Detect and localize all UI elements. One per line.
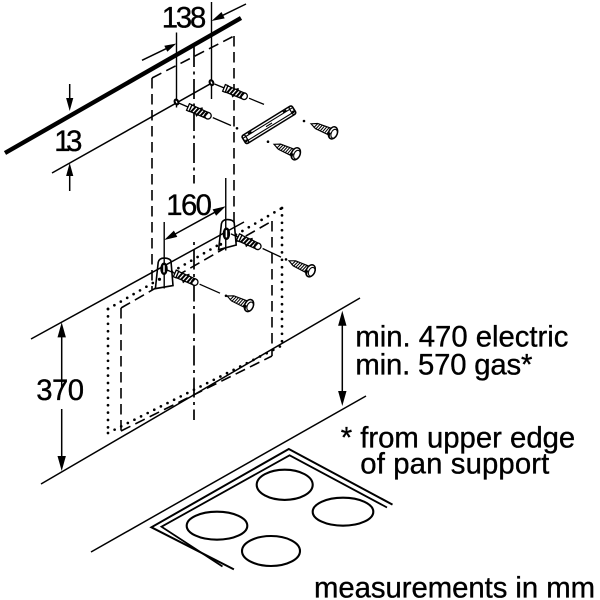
svg-text:min. 570 gas*: min. 570 gas* [355, 349, 532, 382]
svg-text:370: 370 [36, 374, 84, 407]
svg-text:13: 13 [54, 125, 82, 158]
svg-text:of pan support: of pan support [360, 447, 549, 480]
svg-text:min. 470 electric: min. 470 electric [355, 321, 568, 354]
svg-text:138: 138 [162, 1, 207, 34]
svg-text:measurements in mm: measurements in mm [314, 572, 595, 600]
svg-text:160: 160 [166, 189, 212, 222]
svg-text:* from upper edge: * from upper edge [341, 422, 576, 455]
